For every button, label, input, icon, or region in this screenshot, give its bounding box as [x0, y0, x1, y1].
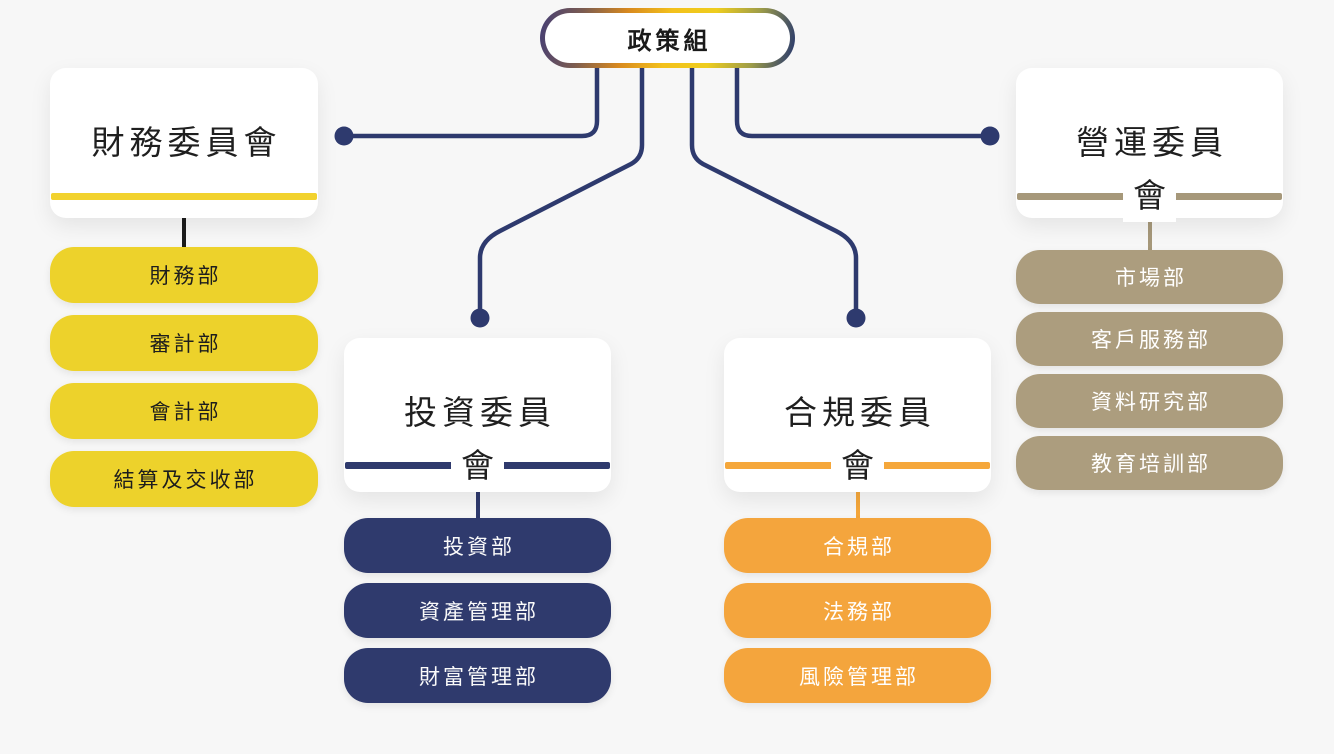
department-label: 合規部	[823, 535, 895, 559]
committee-title: 營運委員會	[1016, 116, 1283, 222]
committee-title: 合規委員會	[724, 386, 991, 492]
committee-title-line: 投資委員	[404, 394, 556, 431]
committee-connector-stub	[1147, 218, 1152, 252]
department-box: 合規部	[724, 518, 991, 573]
committee-title-line: 會	[1123, 169, 1176, 222]
department-box: 客戶服務部	[1016, 312, 1283, 366]
connector-dot-operations	[980, 126, 1000, 146]
root-pill-inner: 政策組	[545, 13, 790, 63]
department-box: 結算及交收部	[50, 451, 318, 507]
connector-dot-investment	[470, 308, 490, 328]
committee-accent-line	[51, 193, 317, 200]
department-box: 風險管理部	[724, 648, 991, 703]
connector-line-compliance	[689, 64, 859, 312]
connector-line-investment	[477, 64, 645, 312]
department-label: 市場部	[1115, 267, 1187, 290]
department-label: 客戶服務部	[1091, 329, 1211, 352]
committee-title: 投資委員會	[344, 386, 611, 492]
committee-title-line: 財務委員會	[91, 124, 282, 161]
root-label: 政策組	[627, 27, 712, 55]
committee-connector-stub	[855, 490, 860, 520]
department-box: 審計部	[50, 315, 318, 371]
department-box: 教育培訓部	[1016, 436, 1283, 490]
committee-title-line: 會	[451, 439, 504, 492]
department-box: 法務部	[724, 583, 991, 638]
connector-line-operations	[734, 64, 986, 139]
committee-card: 投資委員會	[344, 338, 611, 492]
department-box: 資產管理部	[344, 583, 611, 638]
committee-card: 財務委員會	[50, 68, 318, 218]
department-box: 財務部	[50, 247, 318, 303]
department-label: 教育培訓部	[1091, 453, 1211, 476]
department-label: 財富管理部	[419, 665, 539, 689]
department-label: 審計部	[149, 333, 222, 356]
department-label: 資產管理部	[419, 600, 539, 624]
committee-title-line: 會	[831, 439, 884, 492]
department-label: 財務部	[149, 265, 222, 288]
connector-dot-finance	[334, 126, 354, 146]
department-label: 資料研究部	[1091, 391, 1211, 414]
root-pill: 政策組	[540, 8, 795, 68]
department-label: 結算及交收部	[113, 469, 258, 492]
department-box: 財富管理部	[344, 648, 611, 703]
department-label: 會計部	[149, 401, 222, 424]
department-label: 法務部	[823, 600, 895, 624]
committee-title-line: 營運委員	[1076, 124, 1228, 161]
connector-line-finance	[348, 64, 600, 139]
committee-title: 財務委員會	[50, 116, 318, 169]
committee-title-line: 合規委員	[784, 394, 936, 431]
committee-card: 合規委員會	[724, 338, 991, 492]
department-label: 投資部	[443, 535, 515, 559]
department-box: 會計部	[50, 383, 318, 439]
committee-connector-stub	[475, 490, 480, 520]
department-box: 市場部	[1016, 250, 1283, 304]
department-box: 資料研究部	[1016, 374, 1283, 428]
department-box: 投資部	[344, 518, 611, 573]
committee-connector-stub	[182, 218, 186, 249]
committee-card: 營運委員會	[1016, 68, 1283, 222]
department-label: 風險管理部	[799, 665, 919, 689]
connector-dot-compliance	[846, 308, 866, 328]
